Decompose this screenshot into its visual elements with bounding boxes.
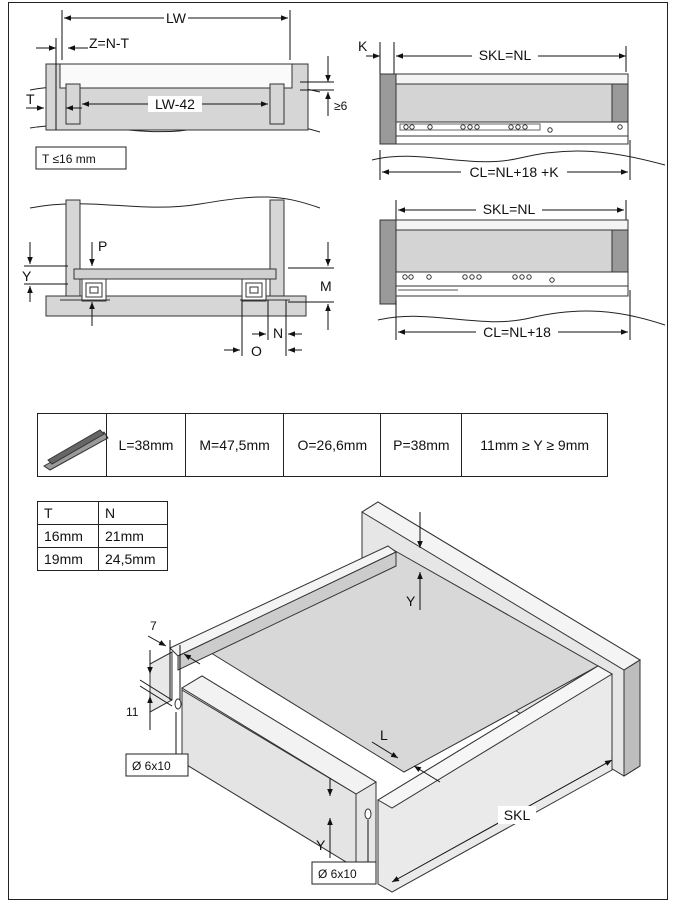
spec-cell-o: O=26,6mm — [283, 413, 382, 477]
spec-thumbnail-cell — [37, 413, 107, 477]
spec-cell-m: M=47,5mm — [184, 413, 285, 477]
sheet-border — [8, 2, 668, 900]
y-bottom-label: Y — [316, 837, 326, 853]
cell-n: 24,5mm — [98, 547, 168, 571]
runner-section-right — [240, 278, 290, 302]
table-header-row: T N — [37, 501, 168, 525]
o-label: O — [251, 343, 262, 359]
m-label: M — [320, 278, 332, 294]
table-row: 19mm 24,5mm — [37, 547, 168, 571]
mid-right-view: SKL=NL CL=NL+18 — [377, 200, 666, 340]
cl-label-top: CL=NL+18 +K — [469, 164, 559, 180]
header-n: N — [98, 501, 168, 525]
dim7-label: 7 — [150, 619, 157, 633]
skl-label-drawer: SKL — [504, 807, 531, 823]
cl-label-mid: CL=NL+18 — [483, 324, 551, 340]
top-left-view: LW Z=N-T T LW-42 ≥6 T ≤16 mm — [26, 10, 348, 170]
spec-row: L=38mm M=47,5mm O=26,6mm P=38mm 11mm ≥ Y… — [37, 413, 608, 477]
skl-label-top: SKL=NL — [479, 47, 532, 63]
cell-t: 16mm — [37, 524, 99, 548]
header-t: T — [37, 501, 99, 525]
top-right-view: K SKL=NL — [358, 38, 666, 180]
ge6-label: ≥6 — [334, 99, 348, 113]
hole-left-label: Ø 6x10 — [132, 759, 171, 773]
t-note-label: T ≤16 mm — [42, 152, 96, 166]
spec-cell-y: 11mm ≥ Y ≥ 9mm — [461, 413, 608, 477]
table-row: 16mm 21mm — [37, 524, 168, 548]
z-formula-label: Z=N-T — [89, 35, 130, 51]
hole-bottom-label: Ø 6x10 — [318, 867, 357, 881]
k-label: K — [358, 38, 368, 54]
y-label: Y — [22, 268, 32, 284]
spec-cell-l: L=38mm — [106, 413, 186, 477]
n-label: N — [273, 325, 283, 341]
skl-label-mid: SKL=NL — [483, 201, 536, 217]
cell-t: 19mm — [37, 547, 99, 571]
mid-left-view: P Y M N O — [22, 196, 334, 359]
runner-section-left — [60, 278, 110, 302]
spec-cell-p: P=38mm — [380, 413, 463, 477]
cell-n: 21mm — [98, 524, 168, 548]
p-label: P — [98, 238, 107, 254]
lw-label: LW — [166, 10, 187, 26]
lw42-label: LW-42 — [155, 96, 195, 112]
y-top-label: Y — [406, 593, 416, 609]
isometric-drawer: Y 7 11 Ø 6x10 L SKL — [125, 501, 641, 893]
t-label: T — [26, 91, 35, 107]
t-n-table: T N 16mm 21mm 19mm 24,5mm — [37, 501, 168, 571]
l-label: L — [380, 727, 388, 743]
dim11-label: 11 — [126, 705, 139, 719]
spec-table: L=38mm M=47,5mm O=26,6mm P=38mm 11mm ≥ Y… — [37, 413, 608, 477]
